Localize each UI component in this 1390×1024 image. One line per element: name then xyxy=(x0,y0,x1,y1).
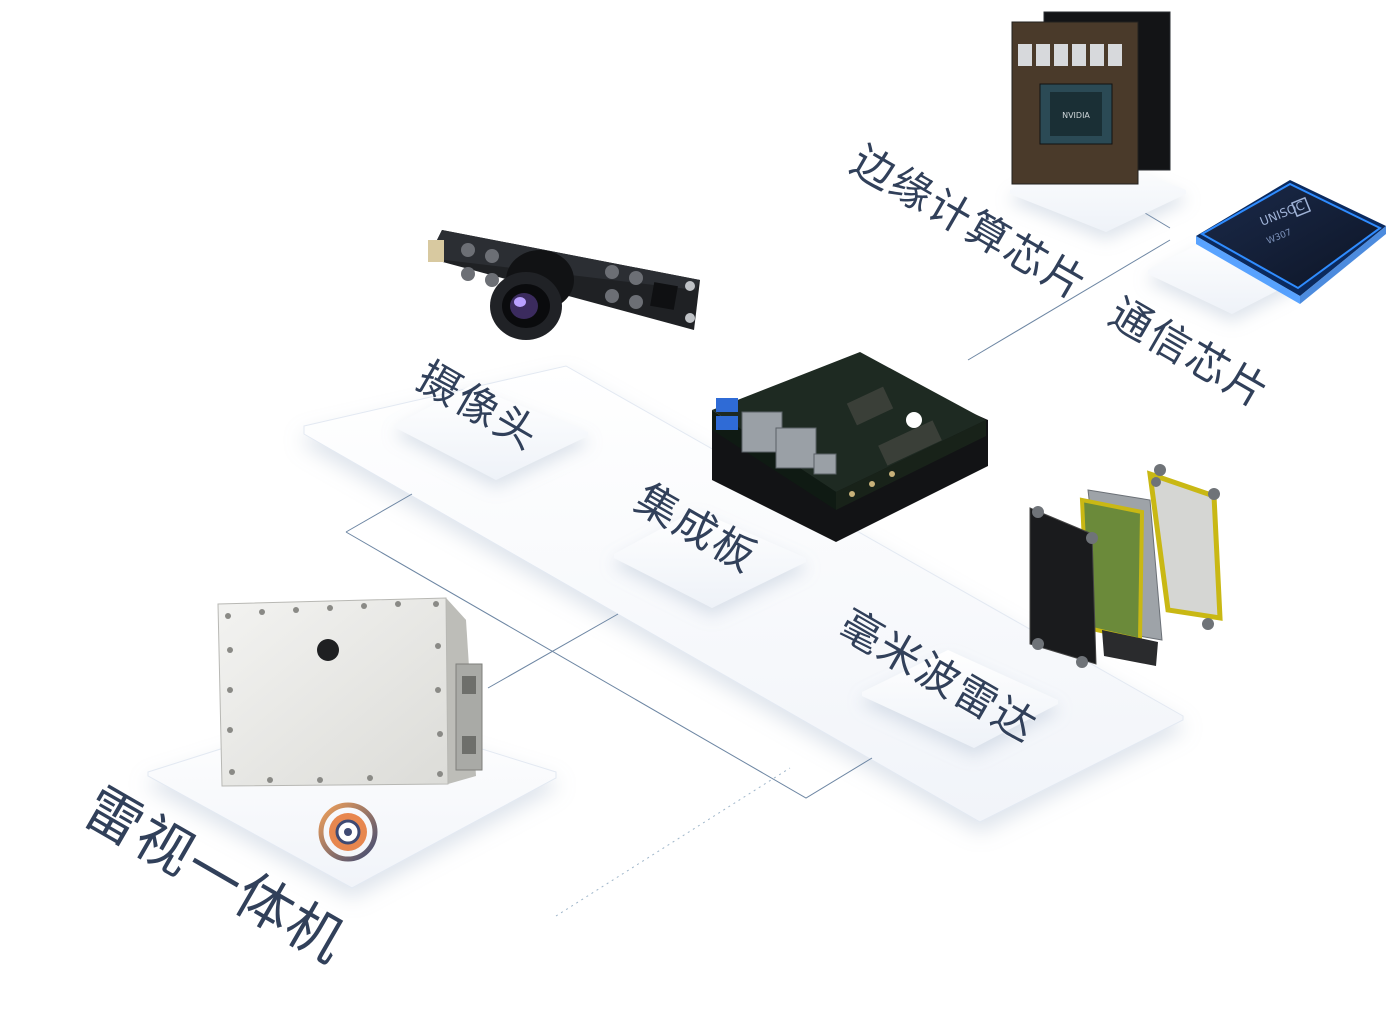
ethernet-ports xyxy=(741,411,837,475)
mmwave-radar-image xyxy=(1029,464,1223,668)
radar-tile xyxy=(862,650,1058,748)
integration-board-image xyxy=(712,352,988,542)
camera-logo-icon xyxy=(318,802,378,862)
camera-module-image xyxy=(428,230,700,340)
edge-computing-chip-image: NVIDIA xyxy=(1011,11,1171,185)
comm-chip-tile xyxy=(1148,236,1298,314)
board-tile xyxy=(614,510,806,608)
camera-lens xyxy=(490,250,574,340)
nvidia-mark: NVIDIA xyxy=(1062,111,1090,120)
communication-chip-image: UNISOC W307 xyxy=(1196,180,1386,304)
connector-lines xyxy=(345,203,1171,917)
camera-tile xyxy=(396,386,588,480)
radar-vision-unit-image xyxy=(217,597,483,787)
usb-ports xyxy=(716,398,738,430)
